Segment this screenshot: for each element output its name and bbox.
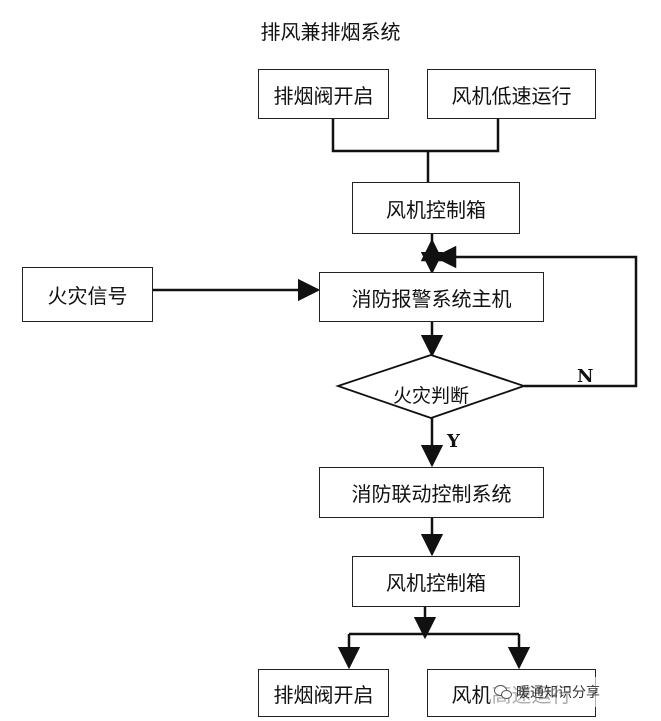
node-label: 风机控制箱 [386,571,486,595]
node-label: 风机控制箱 [386,197,486,222]
decision-diamond-shape [335,354,527,419]
fan-control-box-top: 风机控制箱 [352,182,520,234]
diagram-title: 排风兼排烟系统 [260,20,401,44]
node-label: 排烟阀开启 [273,682,374,707]
node-label: 排烟阀开启 [273,83,374,108]
fan-control-box-bottom: 风机控制箱 [352,556,520,607]
wechat-icon [494,685,512,699]
node-label: 火灾信号 [47,284,128,308]
node-label: 风机低速运行 [451,83,572,108]
smoke-valve-open-bottom: 排烟阀开启 [258,669,389,717]
watermark: 暖通知识分享 [490,677,604,707]
node-label: 消防报警系统主机 [351,286,512,311]
fan-low-speed-node: 风机低速运行 [427,69,596,119]
branch-yes-label: Y [447,431,460,452]
fire-signal-node: 火灾信号 [22,267,153,322]
edge-top-merge [331,118,500,153]
fire-alarm-host-node: 消防报警系统主机 [319,272,544,322]
branch-no-label: N [577,366,594,387]
watermark-text: 暖通知识分享 [516,685,600,701]
edge-no-loop [433,245,638,388]
fire-judgment-label: 火灾判断 [392,384,469,407]
fire-linkage-node: 消防联动控制系统 [319,467,544,518]
smoke-valve-open-top: 排烟阀开启 [258,69,389,119]
node-label: 消防联动控制系统 [351,482,512,506]
